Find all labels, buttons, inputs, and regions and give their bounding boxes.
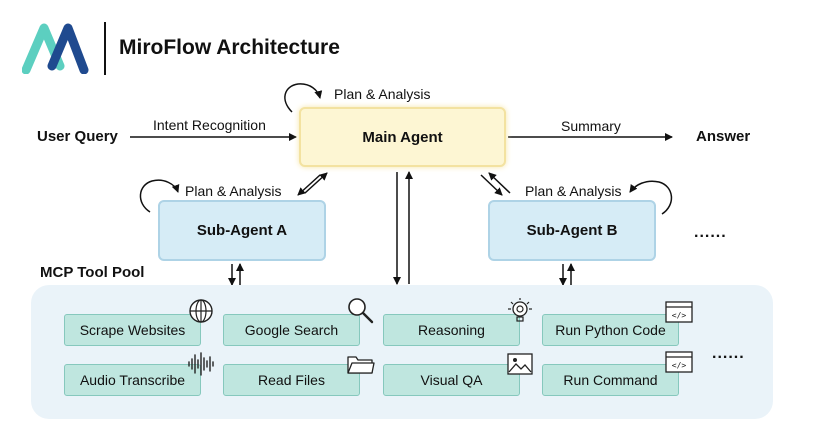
more-agents-ellipsis: ...... — [694, 224, 727, 241]
mcp-tool-pool-label: MCP Tool Pool — [40, 264, 145, 281]
tool-read-files: Read Files — [223, 364, 360, 396]
summary-label: Summary — [561, 118, 621, 134]
arrow-sub-b-to-main — [488, 172, 511, 194]
tool-run-python-code: Run Python Code — [542, 314, 679, 346]
svg-text:</>: </> — [672, 361, 687, 370]
tool-audio-transcribe: Audio Transcribe — [64, 364, 201, 396]
page-title: MiroFlow Architecture — [119, 36, 340, 59]
globe-icon — [186, 297, 216, 325]
sub-a-plan-analysis-label: Plan & Analysis — [185, 183, 282, 199]
user-query-label: User Query — [37, 128, 118, 145]
answer-label: Answer — [696, 128, 751, 145]
code-window-icon: </> — [664, 349, 694, 377]
tool-scrape-websites: Scrape Websites — [64, 314, 201, 346]
sub-agent-b-node: Sub-Agent B — [488, 200, 656, 261]
folder-icon — [345, 350, 375, 378]
tool-google-search: Google Search — [223, 314, 360, 346]
magnifier-icon — [345, 296, 375, 324]
intent-recognition-label: Intent Recognition — [153, 117, 266, 133]
sub-agent-a-node: Sub-Agent A — [158, 200, 326, 261]
title-divider — [104, 22, 106, 75]
tool-reasoning: Reasoning — [383, 314, 520, 346]
main-plan-analysis-label: Plan & Analysis — [334, 86, 431, 102]
tool-run-command: Run Command — [542, 364, 679, 396]
arrow-sub-a-to-main — [304, 172, 328, 194]
more-tools-ellipsis: ...... — [712, 345, 745, 362]
arrow-main-to-sub-b — [480, 174, 503, 196]
mcp-tool-pool — [31, 285, 773, 419]
code-window-icon: </> — [664, 299, 694, 327]
main-agent-node: Main Agent — [299, 107, 506, 167]
arrow-main-to-sub-a — [297, 174, 321, 196]
waveform-icon — [186, 350, 216, 378]
svg-text:</>: </> — [672, 311, 687, 320]
tool-visual-qa: Visual QA — [383, 364, 520, 396]
miroflow-logo-icon — [21, 22, 90, 75]
lightbulb-gear-icon — [505, 296, 535, 324]
image-icon — [505, 350, 535, 378]
sub-b-plan-analysis-label: Plan & Analysis — [525, 183, 622, 199]
